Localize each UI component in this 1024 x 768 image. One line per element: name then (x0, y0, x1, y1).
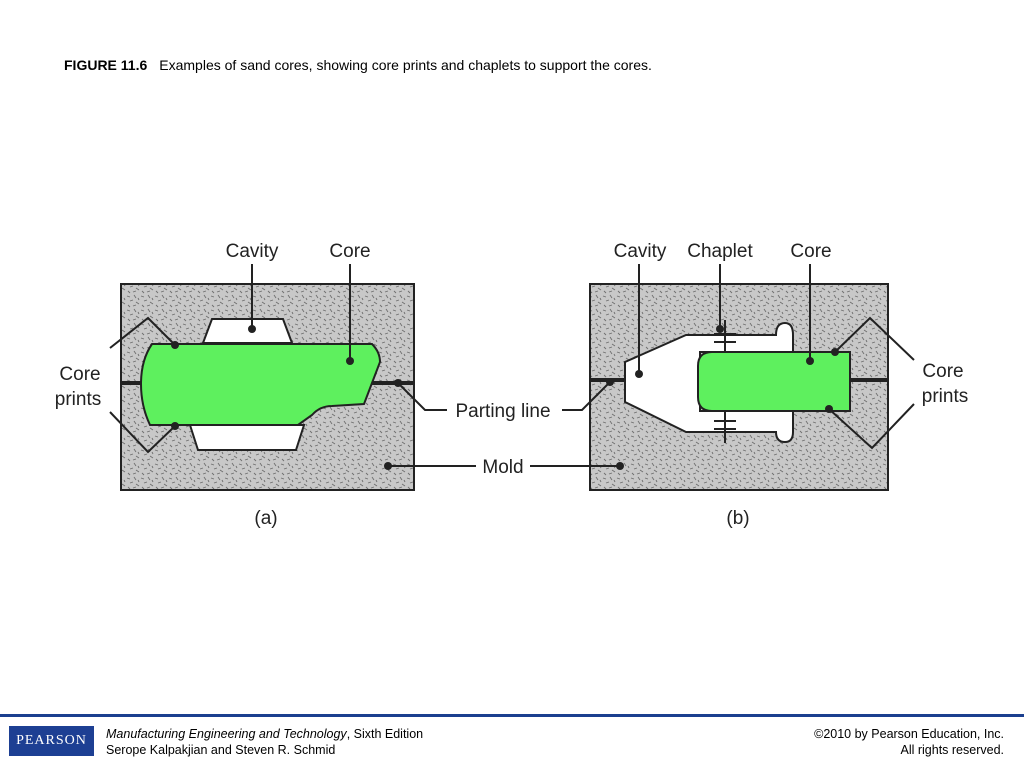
pearson-logo: PEARSON (9, 726, 94, 756)
label-core-prints-b-1: Core (922, 361, 963, 382)
sand-cores-diagram: Cavity Core Core prints (a) Parting line… (55, 241, 968, 529)
label-cavity-b: Cavity (614, 241, 667, 262)
cavity-b (624, 321, 794, 444)
chaplet-bottom (714, 411, 736, 443)
label-core-prints-b-2: prints (922, 386, 968, 407)
book-authors: Serope Kalpakjian and Steven R. Schmid (106, 743, 336, 757)
label-panel-b: (b) (726, 508, 749, 529)
panel-b: Cavity Chaplet Core Core prints (b) (530, 241, 968, 529)
rights-line: All rights reserved. (900, 743, 1004, 757)
label-core-prints-a-1: Core (59, 364, 100, 385)
core-a-dot (346, 357, 354, 365)
label-panel-a: (a) (254, 508, 277, 529)
mold-a-dot (384, 462, 392, 470)
footer-rule (0, 714, 1024, 717)
label-core-prints-a-2: prints (55, 389, 101, 410)
cavity-b-dot (635, 370, 643, 378)
cavity-a-top (201, 318, 294, 344)
book-title: Manufacturing Engineering and Technology (106, 727, 347, 741)
label-core-a: Core (329, 241, 370, 262)
core-a (139, 343, 382, 426)
caption-text: Examples of sand cores, showing core pri… (159, 57, 652, 73)
label-parting-line: Parting line (455, 401, 550, 422)
core-b (697, 351, 851, 412)
book-edition: , Sixth Edition (346, 727, 424, 741)
label-chaplet: Chaplet (687, 241, 753, 262)
figure-number: FIGURE 11.6 (64, 57, 148, 73)
label-core-b: Core (790, 241, 831, 262)
core-b-dot (806, 357, 814, 365)
mold-b-dot (616, 462, 624, 470)
copyright-line: ©2010 by Pearson Education, Inc. (814, 727, 1004, 741)
copyright-notice: ©2010 by Pearson Education, Inc. All rig… (814, 726, 1004, 758)
book-credit: Manufacturing Engineering and Technology… (106, 726, 423, 758)
label-cavity-a: Cavity (226, 241, 279, 262)
panel-a: Cavity Core Core prints (a) (55, 241, 476, 529)
label-mold: Mold (482, 457, 523, 478)
chaplet-top (714, 320, 736, 352)
cavity-a-dot (248, 325, 256, 333)
chaplet-dot (716, 325, 724, 333)
figure-caption: FIGURE 11.6 Examples of sand cores, showi… (64, 57, 652, 73)
cavity-a-bottom (188, 424, 306, 451)
